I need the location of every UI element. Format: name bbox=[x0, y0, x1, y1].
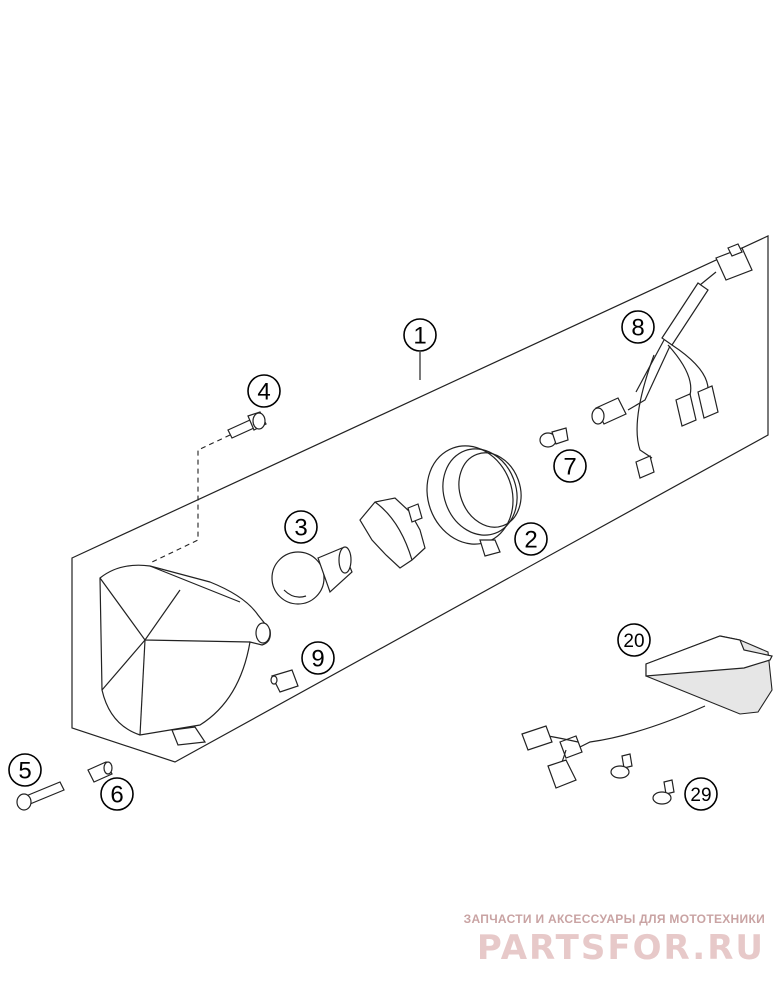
watermark-logo: PARTSFOR.RU bbox=[476, 928, 765, 968]
callout-6-label: 6 bbox=[110, 782, 123, 809]
bulb-holder-plate bbox=[359, 497, 426, 569]
watermark: ЗАПЧАСТИ И АКСЕССУАРЫ ДЛЯ МОТОТЕХНИКИ PA… bbox=[460, 912, 765, 968]
wiring-harness-part-8 bbox=[591, 243, 753, 479]
callout-5-label: 5 bbox=[18, 758, 31, 785]
callout-29-label: 29 bbox=[690, 785, 711, 806]
callout-7-label: 7 bbox=[563, 454, 576, 481]
bulb-part-3 bbox=[271, 546, 353, 605]
callout-8: 8 bbox=[621, 310, 655, 344]
bolt-part-5 bbox=[16, 781, 65, 811]
callout-3-label: 3 bbox=[294, 515, 307, 542]
callout-29: 29 bbox=[684, 777, 718, 811]
callout-1: 1 bbox=[403, 318, 437, 352]
dashed-guide-4 bbox=[149, 434, 231, 564]
position-light-part-20 bbox=[521, 635, 773, 789]
callout-5: 5 bbox=[8, 753, 42, 787]
callout-2: 2 bbox=[514, 522, 548, 556]
assembly-frame bbox=[71, 235, 769, 763]
callout-8-label: 8 bbox=[631, 315, 644, 342]
small-bulb-part-7 bbox=[539, 427, 569, 448]
watermark-tagline: ЗАПЧАСТИ И АКСЕССУАРЫ ДЛЯ МОТОТЕХНИКИ bbox=[463, 912, 765, 926]
callout-4: 4 bbox=[247, 374, 281, 408]
bolt-part-4 bbox=[227, 411, 267, 439]
callout-9: 9 bbox=[301, 641, 335, 675]
callout-2-label: 2 bbox=[524, 527, 537, 554]
callout-9-label: 9 bbox=[311, 646, 324, 673]
screw-part-29 bbox=[610, 753, 675, 805]
dust-cover-part-2 bbox=[426, 445, 522, 557]
headlight-housing bbox=[99, 564, 271, 746]
sleeve-part-6 bbox=[87, 761, 113, 783]
clip-part-9 bbox=[270, 669, 299, 693]
callout-1-label: 1 bbox=[413, 323, 426, 350]
callout-20-label: 20 bbox=[623, 631, 644, 652]
callout-7: 7 bbox=[553, 449, 587, 483]
callout-6: 6 bbox=[100, 777, 134, 811]
callout-4-label: 4 bbox=[257, 379, 270, 406]
callout-20: 20 bbox=[617, 623, 651, 657]
callout-3: 3 bbox=[284, 510, 318, 544]
